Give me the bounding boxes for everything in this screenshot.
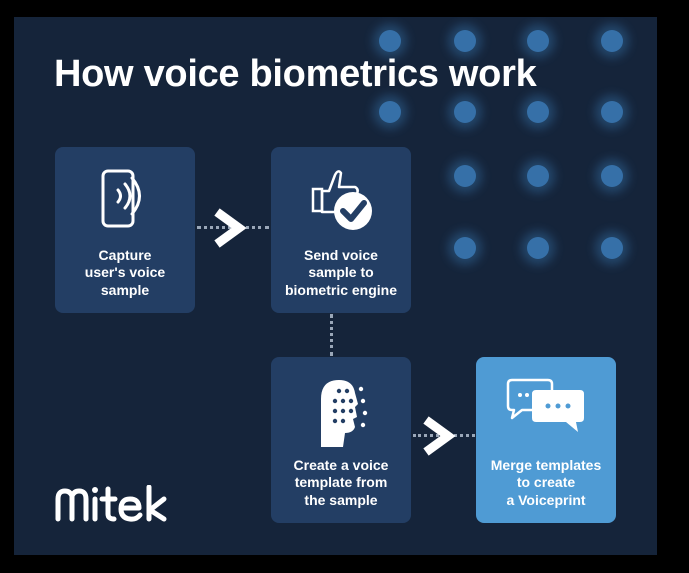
- step-label: Create a voice template from the sample: [293, 456, 389, 508]
- chevron-right-icon: [214, 208, 247, 248]
- chevron-right-icon: [423, 416, 456, 456]
- glow-dot: [527, 30, 549, 52]
- connector-dots: [330, 314, 333, 356]
- step-card-capture: Capture user's voice sample: [55, 147, 195, 313]
- glow-dot: [601, 101, 623, 123]
- glow-dot: [601, 237, 623, 259]
- glow-dot: [454, 237, 476, 259]
- step-label: Send voice sample to biometric engine: [284, 246, 398, 298]
- thumbs-up-check-icon: [271, 165, 411, 233]
- glow-dot: [454, 30, 476, 52]
- step-label: Capture user's voice sample: [84, 246, 166, 298]
- glow-dot: [379, 101, 401, 123]
- glow-dot: [601, 165, 623, 187]
- infographic-panel: How voice biometrics work Capture user's…: [14, 17, 657, 555]
- chat-bubbles-icon: [476, 375, 616, 443]
- step-card-send: Send voice sample to biometric engine: [271, 147, 411, 313]
- glow-dot: [454, 101, 476, 123]
- face-profile-dots-icon: [271, 379, 411, 447]
- glow-dot: [379, 30, 401, 52]
- page-title: How voice biometrics work: [54, 53, 537, 95]
- mitek-logo: [55, 485, 167, 522]
- step-card-merge: Merge templates to create a Voiceprint: [476, 357, 616, 523]
- glow-dot: [527, 165, 549, 187]
- step-card-create: Create a voice template from the sample: [271, 357, 411, 523]
- glow-dot: [601, 30, 623, 52]
- step-label: Merge templates to create a Voiceprint: [490, 456, 602, 508]
- glow-dot: [454, 165, 476, 187]
- glow-dot: [527, 237, 549, 259]
- glow-dot: [527, 101, 549, 123]
- phone-sound-icon: [55, 165, 195, 233]
